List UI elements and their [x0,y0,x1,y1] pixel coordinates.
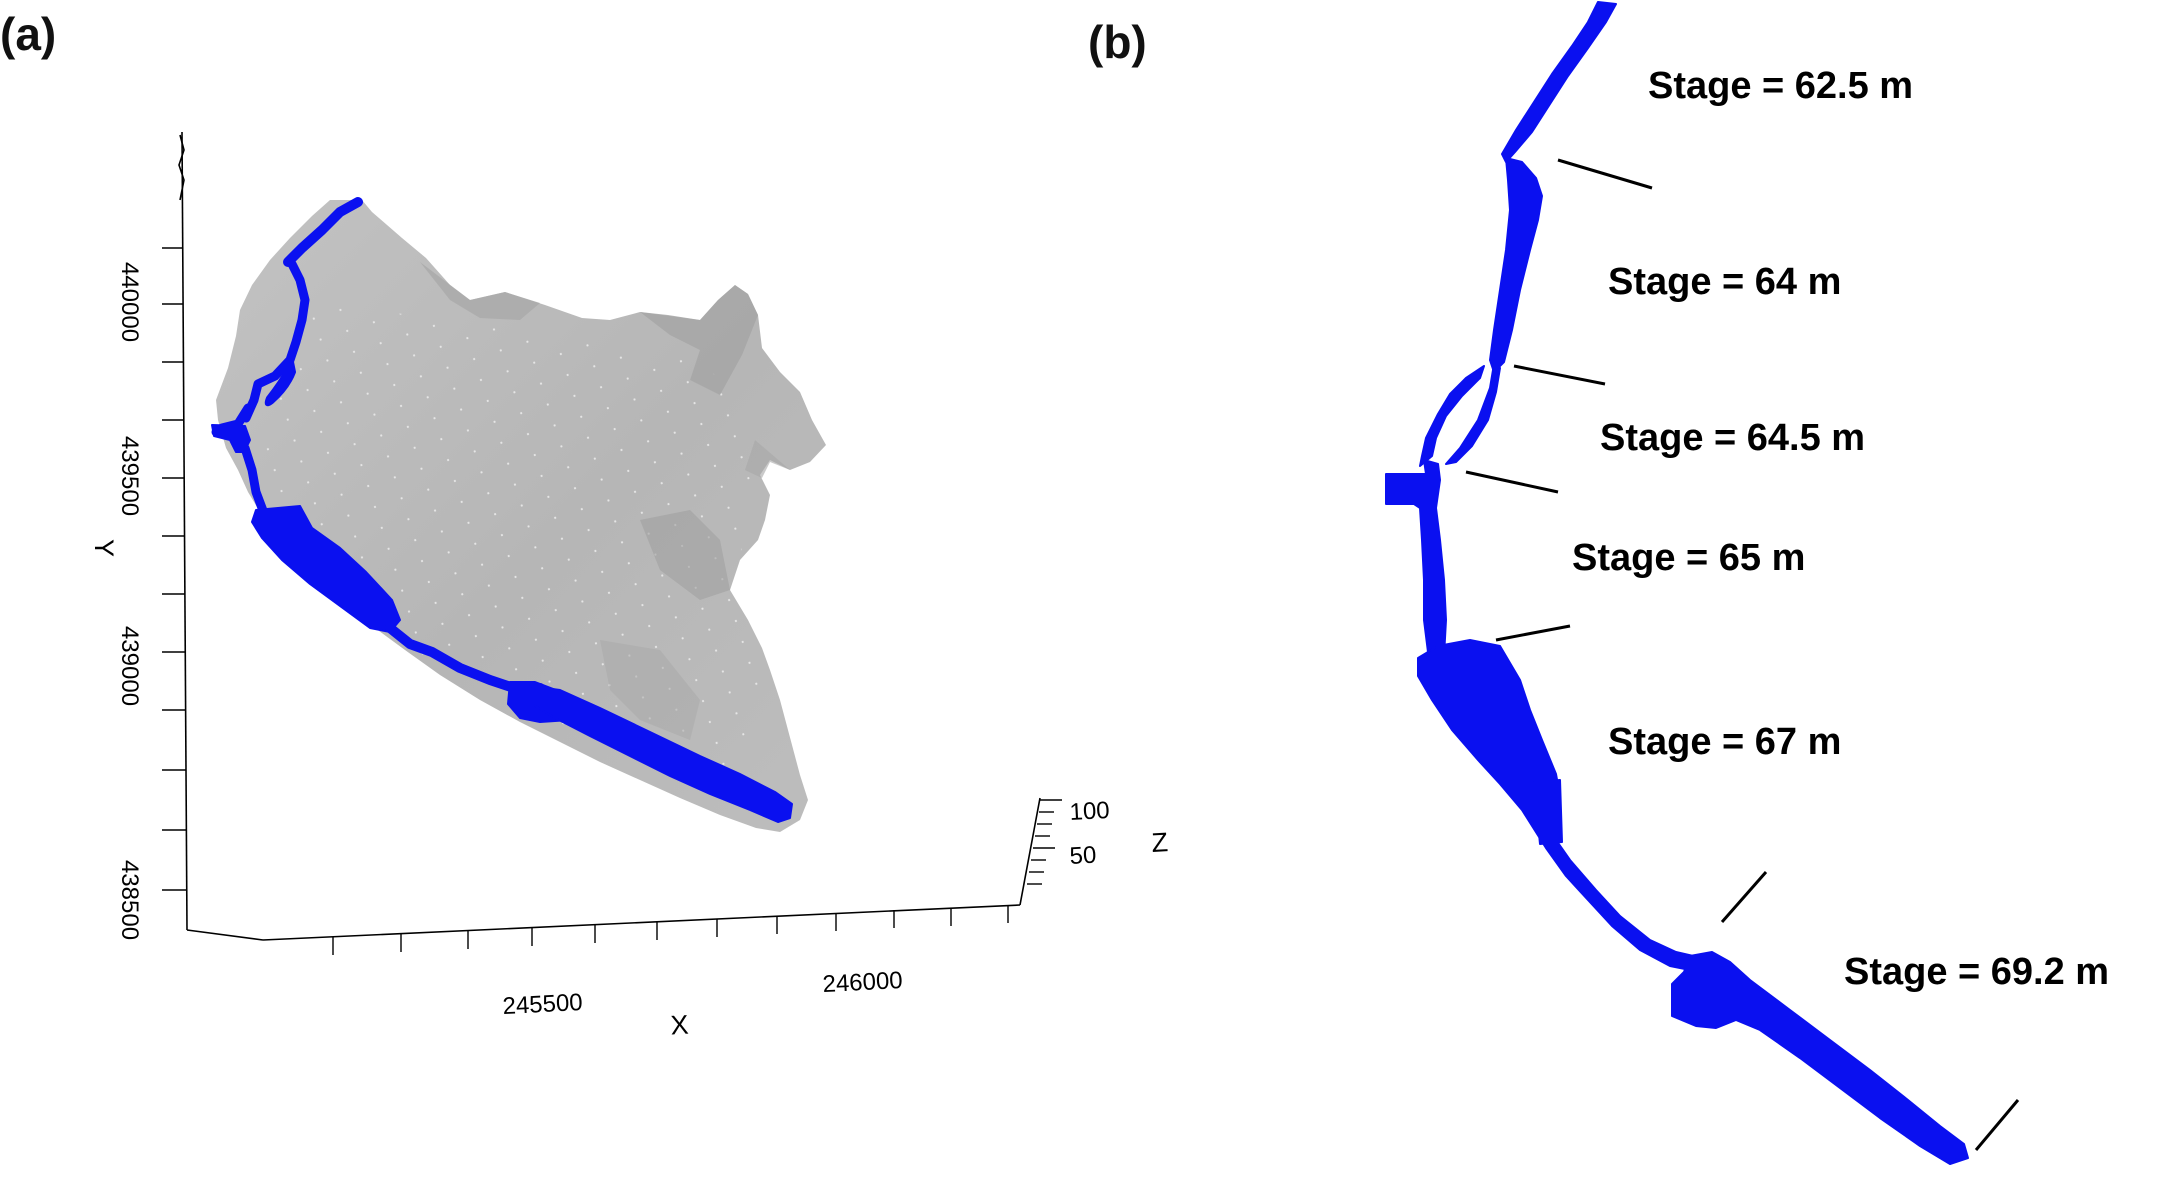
y-axis-title: Y [89,539,119,557]
terrain-ridge [640,510,730,600]
z-axis-line [1019,797,1041,906]
river-reach-2 [1489,157,1543,373]
x-axis-ticks [332,905,1009,955]
y-tick-label: 440000 [116,262,143,342]
stage-boundary-5 [1720,871,1768,923]
stage-boundaries [1465,158,2020,1151]
y-tick-label: 439000 [116,626,143,706]
river-reach-3 [1419,365,1485,467]
stage-label-1: Stage = 62.5 m [1648,65,1913,107]
stage-labels: Stage = 62.5 m Stage = 64 m Stage = 64.5… [1572,65,2109,993]
z-axis-title: Z [1151,827,1169,858]
x-axis-line [262,904,1021,941]
river-reach-1 [1501,1,1617,163]
axis-corner [186,929,264,941]
y-axis-line [181,131,188,931]
stage-boundary-4 [1495,624,1571,642]
stage-label-3: Stage = 64.5 m [1600,417,1865,459]
river-channel-3d [211,197,793,823]
y-tick-label: 438500 [116,860,143,940]
terrain-ridge [640,285,758,395]
y-axis-top-mark [178,134,185,201]
panel-b-label: (b) [1088,16,1147,68]
river-reach-5 [1417,639,1703,973]
x-tick-label: 245500 [502,989,583,1020]
stage-label-5: Stage = 67 m [1608,721,1841,763]
river-reach-3 [1445,363,1501,465]
terrain-surface [216,200,826,832]
river-wide-section [211,424,251,453]
z-tick-label: 100 [1069,797,1110,826]
stage-boundary-3 [1465,470,1559,494]
river-upper-reach [283,197,363,267]
terrain-ridge [600,640,700,740]
panel-a-label: (a) [0,8,56,60]
y-tick-label: 439500 [116,436,143,516]
x-tick-label: 246000 [822,967,903,998]
terrain-ridge [745,440,790,478]
panel-a: (a) [0,8,1169,1040]
stage-boundary-6 [1974,1099,2020,1151]
panel-b: (b) Stage = 62.5 [1088,1,2109,1165]
river-lower-pool [529,685,793,823]
river-reach-5-block [1533,779,1563,845]
stage-label-4: Stage = 65 m [1572,537,1805,579]
stage-label-2: Stage = 64 m [1608,261,1841,303]
z-tick-label: 50 [1069,842,1097,870]
stage-label-6: Stage = 69.2 m [1844,951,2109,993]
z-axis-ticks [1027,799,1062,885]
river-reach-4 [1385,459,1447,657]
river-upper-reach [241,259,310,423]
stage-boundary-2 [1513,364,1606,386]
terrain-ridge [420,262,540,320]
river-channel-plan [1385,1,1969,1165]
y-axis-ticks [162,247,187,891]
stage-boundary-1 [1557,158,1653,190]
river-reach-6 [1671,951,1969,1165]
river-side-channel [264,360,296,407]
x-axis-title: X [670,1010,690,1041]
axes-3d: 440000 439500 439000 438500 Y 245500 246… [89,131,1169,1041]
